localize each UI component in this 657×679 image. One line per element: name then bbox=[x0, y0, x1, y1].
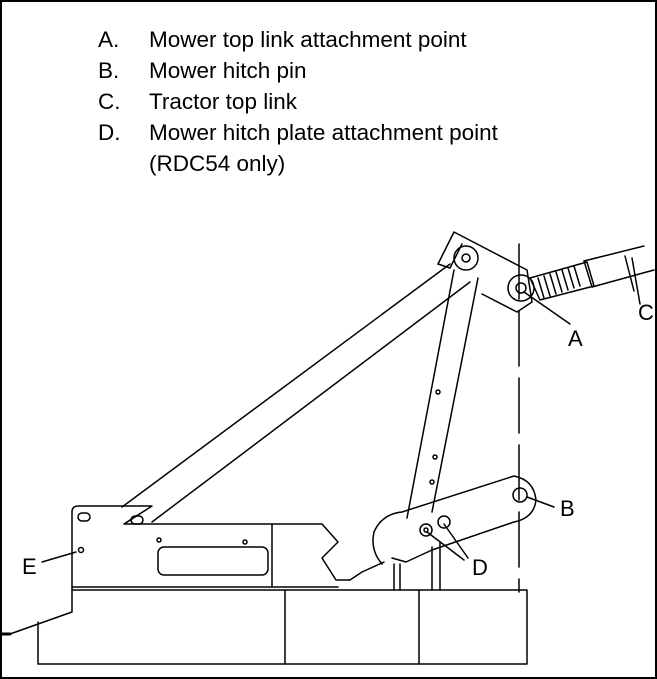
strut-hole bbox=[432, 454, 438, 460]
strut-hole bbox=[429, 479, 435, 485]
callout-c: C bbox=[638, 300, 654, 325]
legend-subtext: (RDC54 only) bbox=[149, 151, 286, 176]
legend-item-c: C. Tractor top link bbox=[98, 86, 498, 117]
legend-letter: D. bbox=[98, 120, 121, 145]
bolt-hole bbox=[242, 539, 248, 545]
callout-d: D bbox=[472, 555, 488, 580]
mower-deck-base bbox=[2, 589, 528, 665]
top-link-bracket bbox=[437, 231, 535, 313]
legend-item-a: A. Mower top link attachment point bbox=[98, 24, 498, 55]
lower-hitch-bracket bbox=[372, 475, 537, 591]
callout-e: E bbox=[22, 554, 37, 579]
callout-leaders bbox=[41, 257, 641, 563]
legend-item-d: D. Mower hitch plate attachment point (R… bbox=[98, 117, 498, 179]
legend-text: Mower hitch pin bbox=[149, 58, 307, 83]
tractor-top-link bbox=[529, 245, 655, 301]
bolt-hole bbox=[156, 537, 162, 543]
legend-item-b: B. Mower hitch pin bbox=[98, 55, 498, 86]
legend-letter: A. bbox=[98, 27, 120, 52]
diagonal-brace bbox=[121, 263, 471, 523]
vertical-strut bbox=[406, 269, 479, 519]
plate-window bbox=[157, 546, 269, 576]
legend-list: A. Mower top link attachment point B. Mo… bbox=[98, 24, 498, 179]
slot-hole bbox=[77, 512, 91, 522]
slot-hole bbox=[130, 515, 144, 525]
callout-a: A bbox=[568, 326, 583, 351]
legend-text: Mower top link attachment point bbox=[149, 27, 467, 52]
bolt-hole-e bbox=[77, 546, 85, 554]
mower-hitch-plate bbox=[71, 505, 385, 591]
legend-letter: C. bbox=[98, 89, 121, 114]
legend-text: Mower hitch plate attachment point bbox=[149, 120, 498, 145]
legend-text: Tractor top link bbox=[149, 89, 297, 114]
callout-b: B bbox=[560, 496, 575, 521]
legend-letter: B. bbox=[98, 58, 120, 83]
strut-hole bbox=[435, 389, 441, 395]
